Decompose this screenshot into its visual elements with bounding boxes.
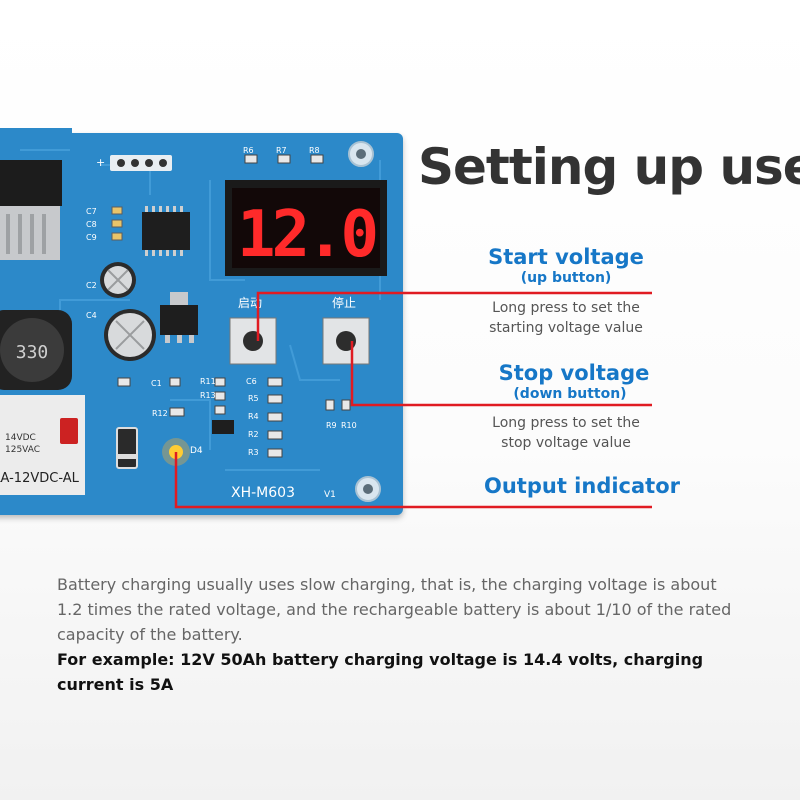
voltage-regulator — [0, 160, 62, 260]
svg-text:C6: C6 — [246, 377, 257, 386]
start-voltage-desc: Long press to set the starting voltage v… — [476, 298, 656, 338]
output-indicator-label: Output indicator — [484, 474, 680, 498]
page-title: Setting up use — [418, 138, 800, 196]
board-version-label: V1 — [324, 490, 336, 500]
inductor-label: 330 — [16, 342, 49, 363]
smd-resistors — [117, 154, 351, 458]
svg-text:R2: R2 — [248, 430, 259, 439]
start-voltage-desc-line-1: Long press to set the — [492, 300, 640, 316]
output-callout-line — [174, 452, 652, 509]
charging-example: For example: 12V 50Ah battery charging v… — [57, 650, 704, 694]
svg-text:R7: R7 — [276, 146, 287, 155]
output-led-d4: D4 — [162, 438, 203, 466]
stop-voltage-desc: Long press to set the stop voltage value — [476, 413, 656, 453]
board-edge-strip — [0, 128, 72, 138]
svg-text:R10: R10 — [341, 421, 357, 430]
smd-capacitors — [111, 206, 123, 241]
inductor-330: 330 — [0, 310, 72, 390]
start-button[interactable]: 启动 — [229, 296, 277, 365]
relay: 14VDC 125VAC RA-12VDC-AL — [0, 395, 85, 495]
svg-text:C4: C4 — [86, 311, 97, 320]
display-readout: 12.0 — [237, 198, 376, 272]
start-voltage-sublabel: (up button) — [520, 270, 612, 286]
ic-chip — [142, 206, 190, 256]
svg-text:D4: D4 — [190, 446, 203, 456]
stop-button[interactable]: 停止 — [322, 295, 370, 365]
svg-text:C2: C2 — [86, 281, 97, 290]
seven-segment-display: 12.0 — [225, 180, 387, 276]
svg-text:R8: R8 — [309, 146, 320, 155]
svg-text:C8: C8 — [86, 220, 97, 229]
svg-text:R11: R11 — [200, 377, 216, 386]
capacitor-c4 — [104, 309, 156, 361]
svg-text:R5: R5 — [248, 394, 259, 403]
stop-button-label: 停止 — [332, 295, 356, 310]
svg-text:R3: R3 — [248, 448, 259, 457]
diode — [116, 427, 138, 469]
callout-lines — [174, 291, 652, 509]
svg-text:C7: C7 — [86, 207, 97, 216]
svg-text:R12: R12 — [152, 409, 168, 418]
mounting-hole-top — [348, 141, 374, 167]
stop-voltage-sublabel: (down button) — [513, 386, 627, 402]
charging-paragraph: Battery charging usually uses slow charg… — [57, 575, 732, 644]
pin-header: + — [96, 155, 172, 171]
start-button-label: 启动 — [238, 296, 262, 310]
svg-text:R4: R4 — [248, 412, 259, 421]
stop-voltage-label: Stop voltage — [498, 361, 650, 385]
mounting-hole-bottom — [355, 476, 381, 502]
svg-text:C9: C9 — [86, 233, 97, 242]
board-model-label: XH-M603 — [231, 485, 295, 501]
capacitor-c2 — [100, 262, 136, 298]
start-voltage-label: Start voltage — [488, 245, 644, 269]
svg-text:R9: R9 — [326, 421, 337, 430]
svg-text:C1: C1 — [151, 379, 162, 388]
relay-line-2: 125VAC — [5, 445, 40, 455]
relay-line-3: RA-12VDC-AL — [0, 471, 80, 486]
stop-voltage-desc-line-2: stop voltage value — [501, 435, 631, 451]
relay-line-1: 14VDC — [5, 433, 36, 443]
svg-text:R13: R13 — [200, 391, 216, 400]
stop-voltage-desc-line-1: Long press to set the — [492, 415, 640, 431]
svg-text:R6: R6 — [243, 146, 254, 155]
transistor — [212, 420, 234, 434]
sot-regulator — [160, 292, 198, 343]
start-voltage-desc-line-2: starting voltage value — [489, 320, 643, 336]
start-callout-line — [256, 291, 652, 341]
stop-callout-line — [350, 341, 652, 407]
svg-text:+: + — [96, 156, 105, 169]
silkscreen-labels: R6 R7 R8 C7 C8 C9 C2 C4 C1 R11 R13 R12 C… — [86, 146, 357, 457]
